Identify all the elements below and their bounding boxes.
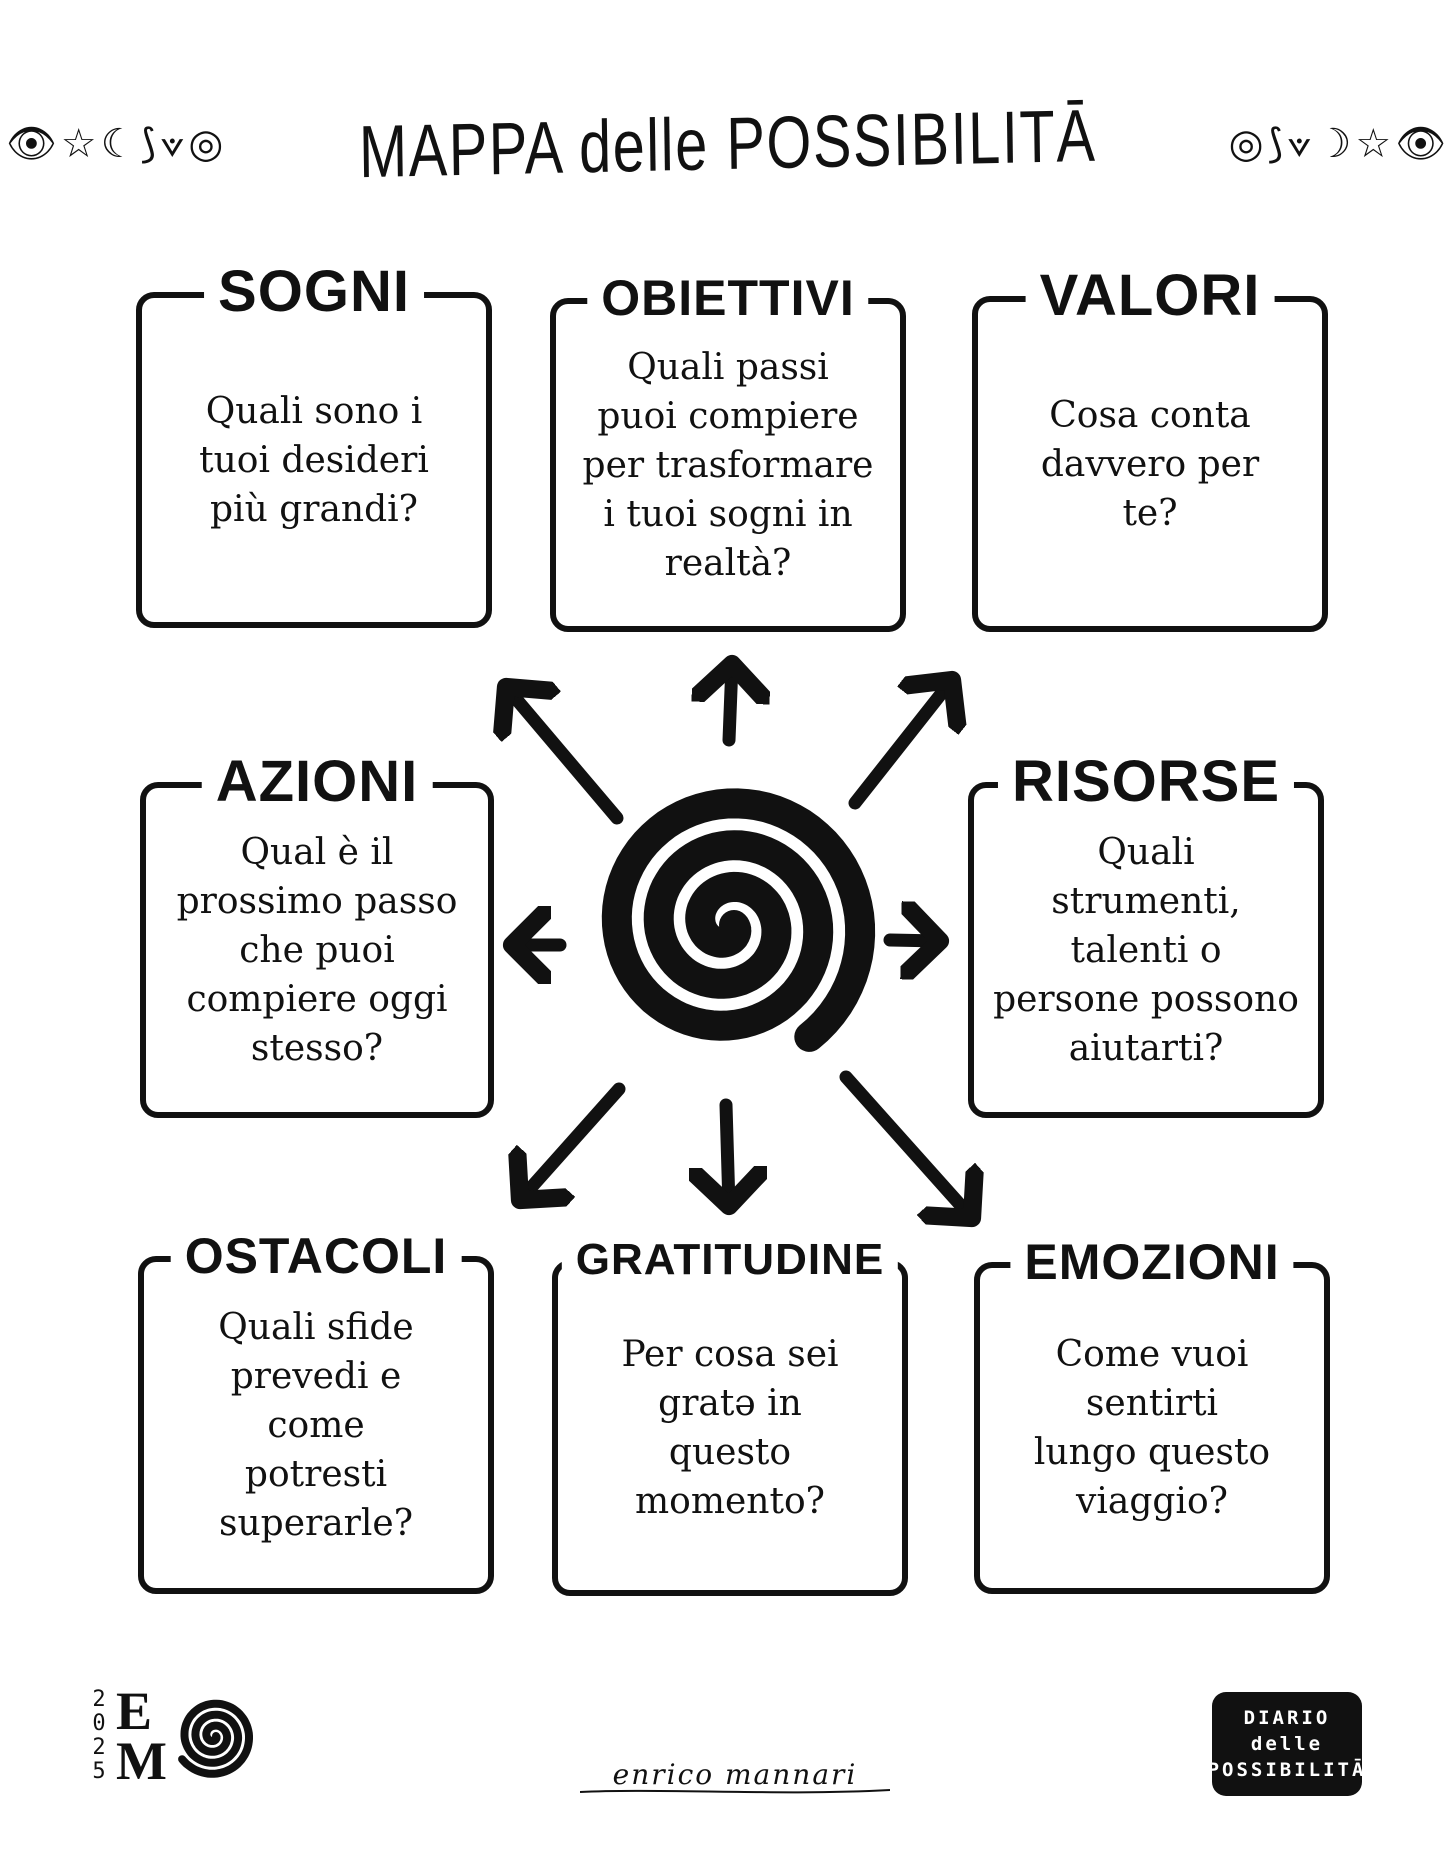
card-title: VALORI <box>1025 256 1275 336</box>
card-title: AZIONI <box>201 742 433 822</box>
card-title: GRATITUDINE <box>561 1220 899 1300</box>
arrow-to-sogni <box>506 687 624 825</box>
card-question: Quali passi puoi compiere per trasformar… <box>582 346 874 584</box>
card-risorse: RISORSE Quali strumenti, talenti o perso… <box>968 742 1324 1118</box>
card-emozioni: EMOZIONI Come vuoi sentirti lungo questo… <box>974 1222 1330 1594</box>
arrow-to-obiettivi <box>729 664 732 747</box>
arrow-to-emozioni <box>839 1070 972 1218</box>
header: 👁☆☾⟆⟇◎ MAPPA delle POSSIBILITĀ ◎⟆⟇☽☆👁 <box>0 88 1456 198</box>
arrow-to-ostacoli <box>520 1082 626 1200</box>
year-digits: 2 0 2 5 <box>90 1688 108 1784</box>
card-question: Cosa conta davvero per te? <box>1040 394 1260 534</box>
year-digit: 0 <box>92 1711 106 1736</box>
artist-signature: enrico mannari <box>612 1758 858 1791</box>
badge-line: delle <box>1250 1733 1324 1755</box>
card-valori: VALORI Cosa conta davvero per te? <box>972 256 1328 632</box>
central-spiral-icon <box>601 788 876 1052</box>
card-question: Come vuoi sentirti lungo questo viaggio? <box>1033 1334 1271 1522</box>
card-title: EMOZIONI <box>1010 1222 1294 1302</box>
arrow-to-valori <box>848 680 952 810</box>
card-ostacoli: OSTACOLI Quali sfide prevedi e come potr… <box>138 1216 494 1594</box>
card-question: Quali sono i tuoi desideri più grandi? <box>199 390 429 530</box>
card-obiettivi: OBIETTIVI Quali passi puoi compiere per … <box>550 258 906 632</box>
card-sogni: SOGNI Quali sono i tuoi desideri più gra… <box>136 252 492 628</box>
logo-letter-e: E <box>116 1681 153 1741</box>
badge-line: POSSIBILITĀ <box>1207 1759 1367 1781</box>
card-title: OBIETTIVI <box>587 258 869 338</box>
card-question: Per cosa sei gratə in questo momento? <box>621 1334 839 1522</box>
decorative-symbols-right: ◎⟆⟇☽☆👁 <box>1228 120 1450 167</box>
card-title: SOGNI <box>204 252 424 332</box>
em-logo: 2 0 2 5 E M <box>90 1681 260 1791</box>
arrow-to-gratitudine <box>726 1098 729 1206</box>
card-gratitudine: GRATITUDINE Per cosa sei gratə in questo… <box>552 1220 908 1596</box>
badge-line: DIARIO <box>1243 1707 1331 1729</box>
arrow-to-risorse <box>883 940 940 941</box>
card-question: Quali strumenti, talenti o persone posso… <box>993 831 1299 1069</box>
diario-badge: DIARIO delle POSSIBILITĀ <box>1208 1692 1363 1796</box>
logo-letter-m: M <box>116 1731 167 1791</box>
card-question: Quali sfide prevedi e come potresti supe… <box>218 1306 414 1544</box>
card-azioni: AZIONI Qual è il prossimo passo che puoi… <box>140 742 494 1118</box>
year-digit: 5 <box>92 1759 106 1784</box>
logo-spiral-icon <box>178 1699 253 1778</box>
card-title: OSTACOLI <box>170 1216 462 1296</box>
decorative-symbols-left: 👁☆☾⟆⟇◎ <box>5 120 228 167</box>
card-question: Qual è il prossimo passo che puoi compie… <box>176 831 458 1069</box>
year-digit: 2 <box>92 1687 106 1712</box>
signature-underline <box>580 1789 890 1794</box>
card-title: RISORSE <box>997 742 1295 822</box>
year-digit: 2 <box>92 1735 106 1760</box>
